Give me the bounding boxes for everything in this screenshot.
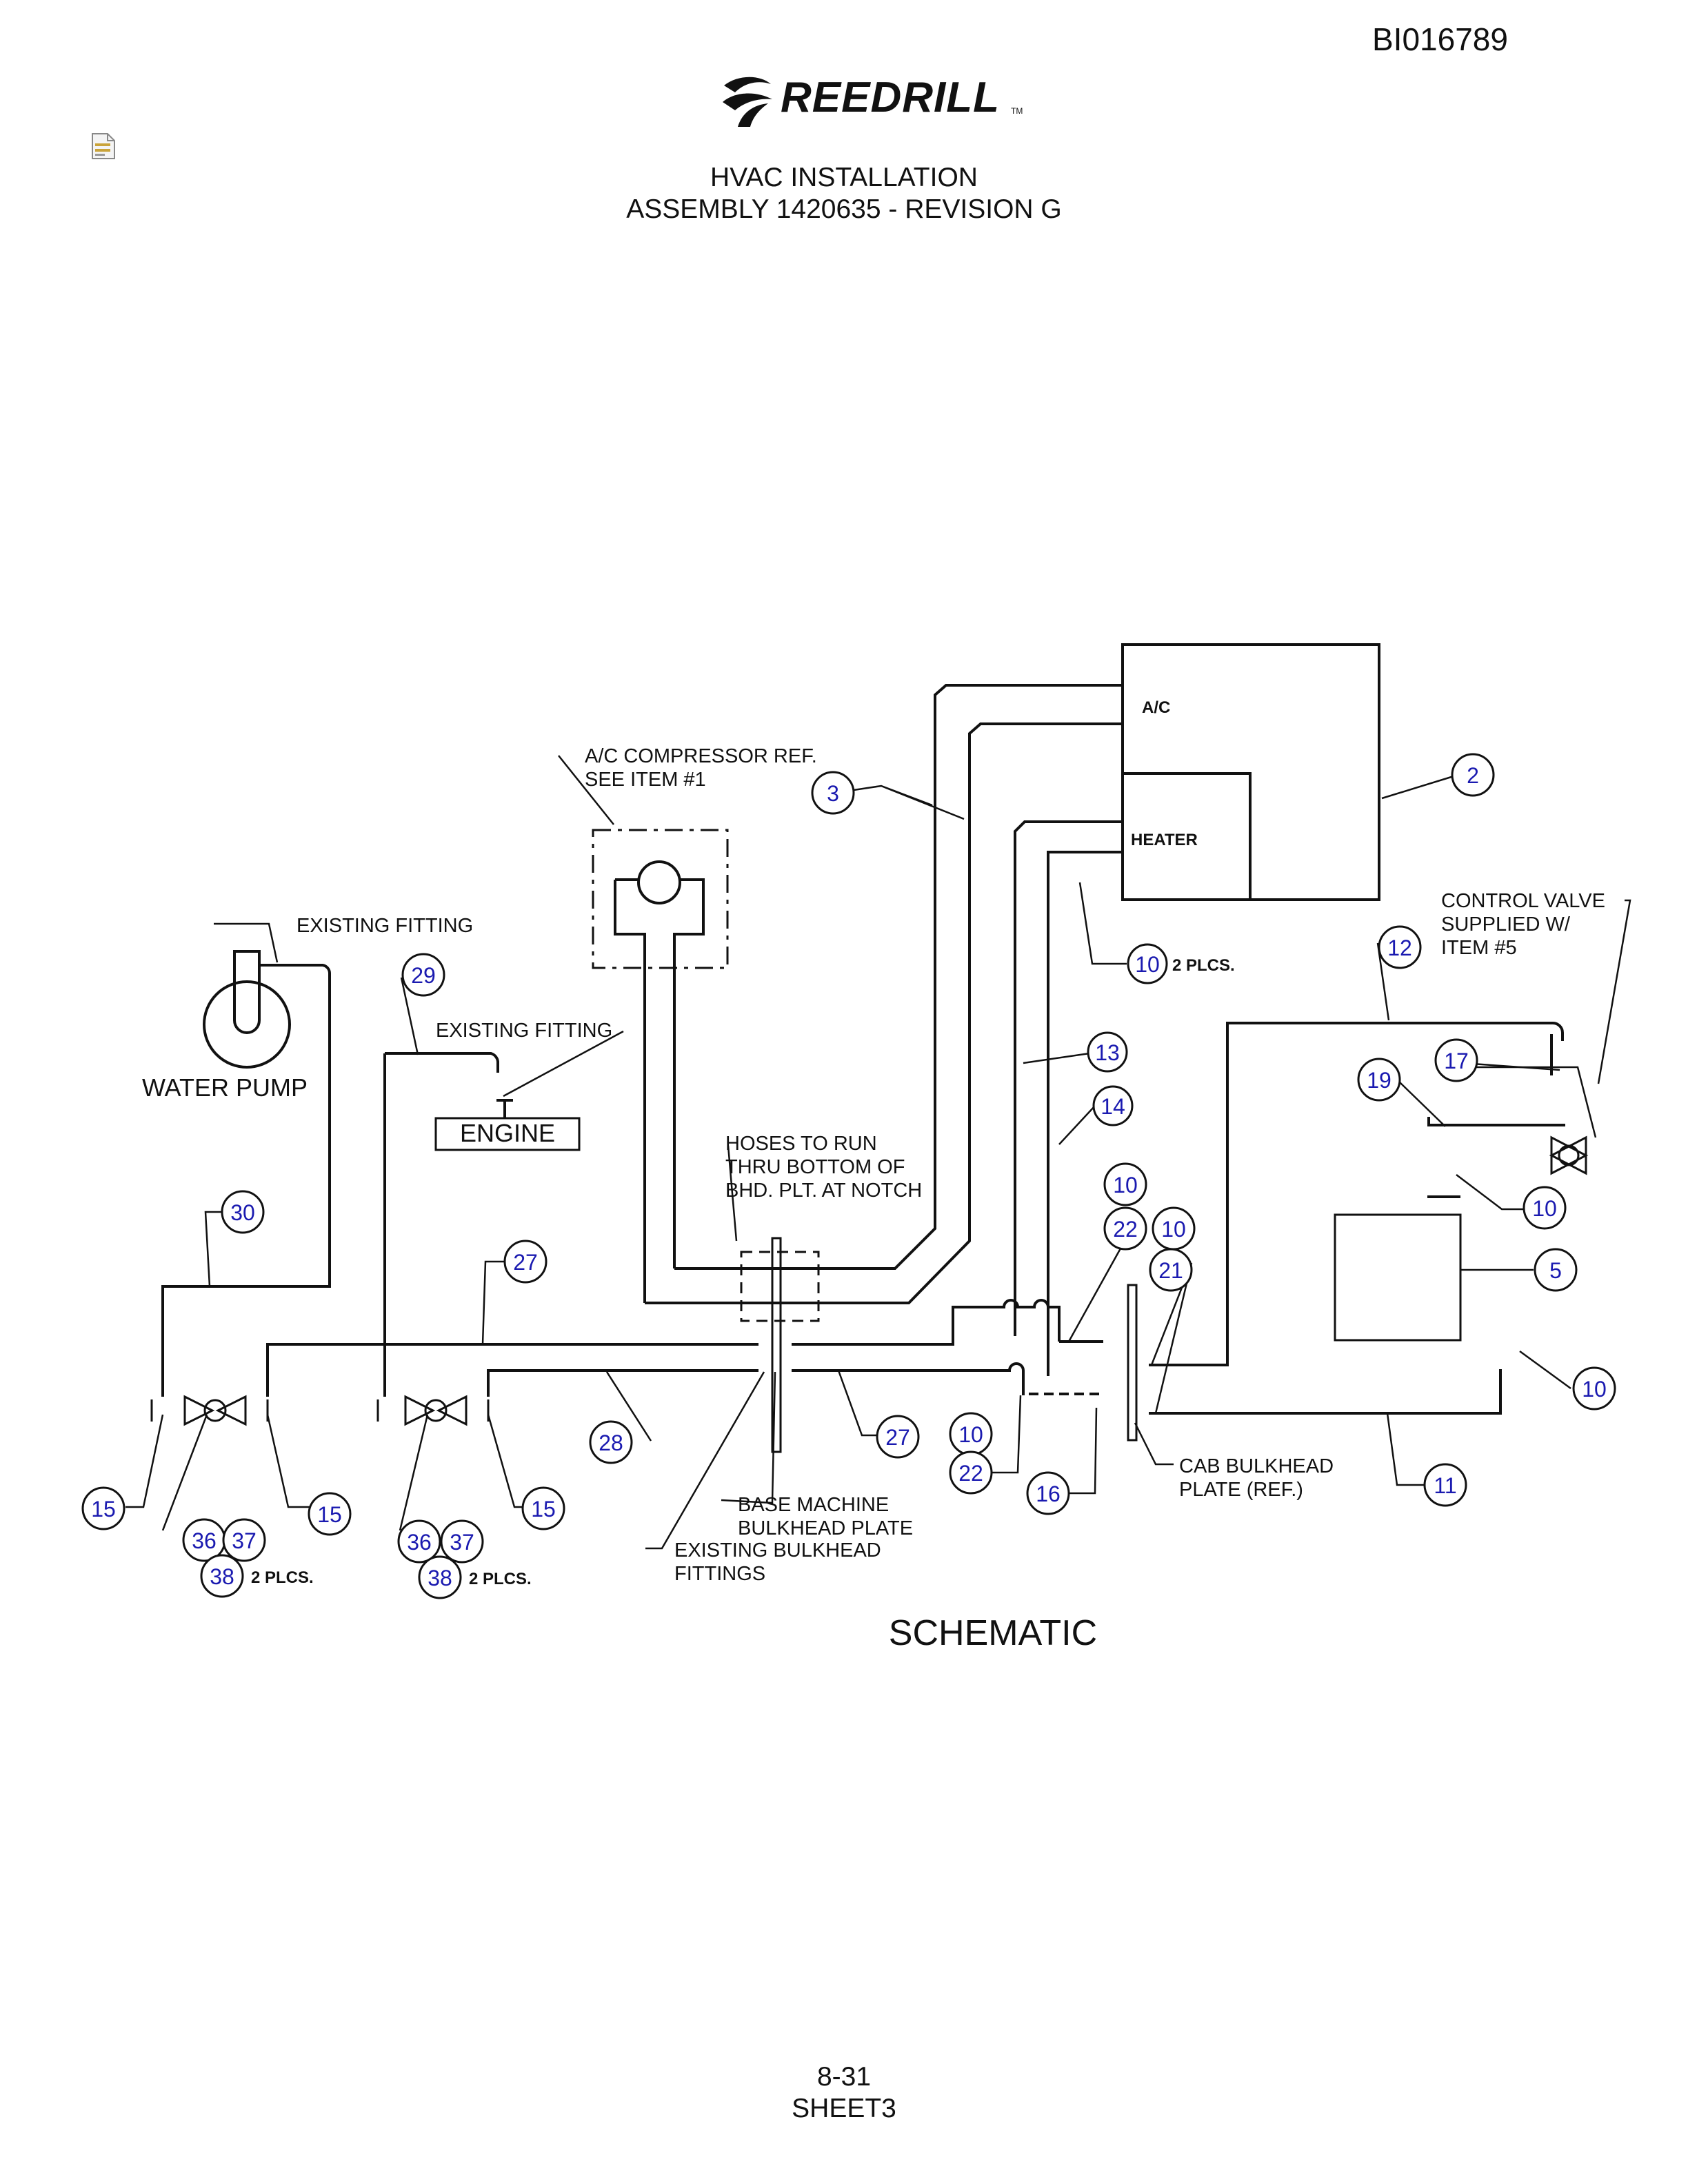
label-hoses-3: BHD. PLT. AT NOTCH	[725, 1180, 922, 1202]
label-water-pump: WATER PUMP	[142, 1073, 308, 1102]
label-base-bulkhead-1: BASE MACHINE	[738, 1494, 889, 1516]
label-2-plcs-top: 2 PLCS.	[1172, 956, 1235, 975]
reedrill-logo: REEDRILL TM	[717, 72, 1023, 133]
label-hoses-1: HOSES TO RUN	[725, 1133, 877, 1155]
compressor-symbol	[637, 860, 681, 904]
balloon-22-b: 22	[958, 1461, 983, 1486]
label-2-plcs-mid: 2 PLCS.	[469, 1570, 532, 1588]
label-existing-fitting-engine: EXISTING FITTING	[436, 1020, 612, 1042]
balloon-38-a: 38	[210, 1564, 234, 1589]
balloon-27-b: 27	[885, 1425, 910, 1450]
schematic-caption: SCHEMATIC	[889, 1613, 1097, 1653]
water-pump	[203, 980, 291, 1069]
balloon-10-right-a: 10	[1532, 1196, 1557, 1221]
label-cab-bulkhead-2: PLATE (REF.)	[1179, 1479, 1303, 1501]
label-control-valve-3: ITEM #5	[1441, 937, 1517, 959]
sheet-number: SHEET3	[792, 2094, 896, 2123]
balloon-36-a: 36	[192, 1528, 217, 1553]
balloon-17: 17	[1444, 1049, 1469, 1073]
balloon-16: 16	[1036, 1482, 1061, 1506]
base-bulkhead-plate	[771, 1237, 782, 1453]
balloon-29: 29	[411, 963, 436, 988]
page-number: 8-31	[816, 2062, 872, 2092]
balloon-13: 13	[1095, 1040, 1120, 1065]
title-line-2: ASSEMBLY 1420635 - REVISION G	[626, 194, 1062, 224]
balloon-10-mid-a: 10	[1113, 1173, 1138, 1197]
heater-section	[1123, 772, 1252, 900]
label-existing-fitting-pump: EXISTING FITTING	[297, 915, 473, 937]
balloon-14: 14	[1101, 1094, 1125, 1119]
label-compressor-2: SEE ITEM #1	[585, 769, 706, 791]
label-base-bulkhead-2: BULKHEAD PLATE	[738, 1517, 913, 1539]
balloon-15-a: 15	[91, 1497, 116, 1521]
label-2-plcs-left: 2 PLCS.	[251, 1568, 314, 1587]
balloon-10-top: 10	[1135, 952, 1160, 977]
balloon-10-low: 10	[958, 1422, 983, 1447]
label-cab-bulkhead-1: CAB BULKHEAD	[1179, 1455, 1334, 1477]
balloon-36-b: 36	[407, 1530, 432, 1555]
brand-name: REEDRILL	[781, 74, 1000, 121]
title-line-1: HVAC INSTALLATION	[710, 163, 978, 192]
label-hoses-2: THRU BOTTOM OF	[725, 1156, 905, 1178]
balloon-30: 30	[230, 1200, 255, 1225]
reedrill-swirl-icon	[723, 77, 772, 127]
label-control-valve-2: SUPPLIED W/	[1441, 913, 1571, 936]
heat-exchanger	[1334, 1213, 1462, 1342]
balloon-19: 19	[1367, 1068, 1391, 1093]
trademark: TM	[1011, 106, 1023, 116]
label-engine: ENGINE	[460, 1119, 555, 1147]
balloon-37-b: 37	[450, 1530, 474, 1555]
balloon-5: 5	[1549, 1258, 1562, 1283]
label-control-valve-1: CONTROL VALVE	[1441, 890, 1605, 912]
balloon-10-right-b: 10	[1582, 1377, 1607, 1402]
balloon-22-a: 22	[1113, 1217, 1138, 1242]
balloon-12: 12	[1387, 936, 1412, 960]
ball-valve-center	[376, 1395, 490, 1426]
label-compressor-1: A/C COMPRESSOR REF.	[585, 745, 817, 767]
document-id: BI016789	[1372, 21, 1508, 57]
balloon-2: 2	[1467, 763, 1479, 788]
balloon-37-a: 37	[232, 1528, 257, 1553]
label-existing-bulkhead-2: FITTINGS	[674, 1563, 765, 1585]
compressor-ref-box	[592, 829, 729, 969]
label-ac: A/C	[1142, 698, 1170, 717]
balloon-15-b: 15	[317, 1502, 342, 1527]
balloon-15-c: 15	[531, 1497, 556, 1521]
balloon-28: 28	[599, 1430, 623, 1455]
balloon-21: 21	[1158, 1258, 1183, 1283]
engine-block	[434, 1117, 581, 1151]
balloon-3: 3	[827, 781, 839, 806]
label-heater: HEATER	[1131, 831, 1198, 849]
cab-bulkhead-plate	[1127, 1284, 1138, 1442]
balloon-27-a: 27	[513, 1250, 538, 1275]
balloon-10-mid-b: 10	[1161, 1217, 1186, 1242]
balloon-38-b: 38	[428, 1566, 452, 1590]
label-existing-bulkhead-1: EXISTING BULKHEAD	[674, 1539, 881, 1561]
ball-valve-left	[150, 1395, 269, 1426]
balloon-11: 11	[1434, 1473, 1456, 1498]
document-icon[interactable]	[91, 132, 116, 160]
control-valve	[1549, 1135, 1589, 1175]
